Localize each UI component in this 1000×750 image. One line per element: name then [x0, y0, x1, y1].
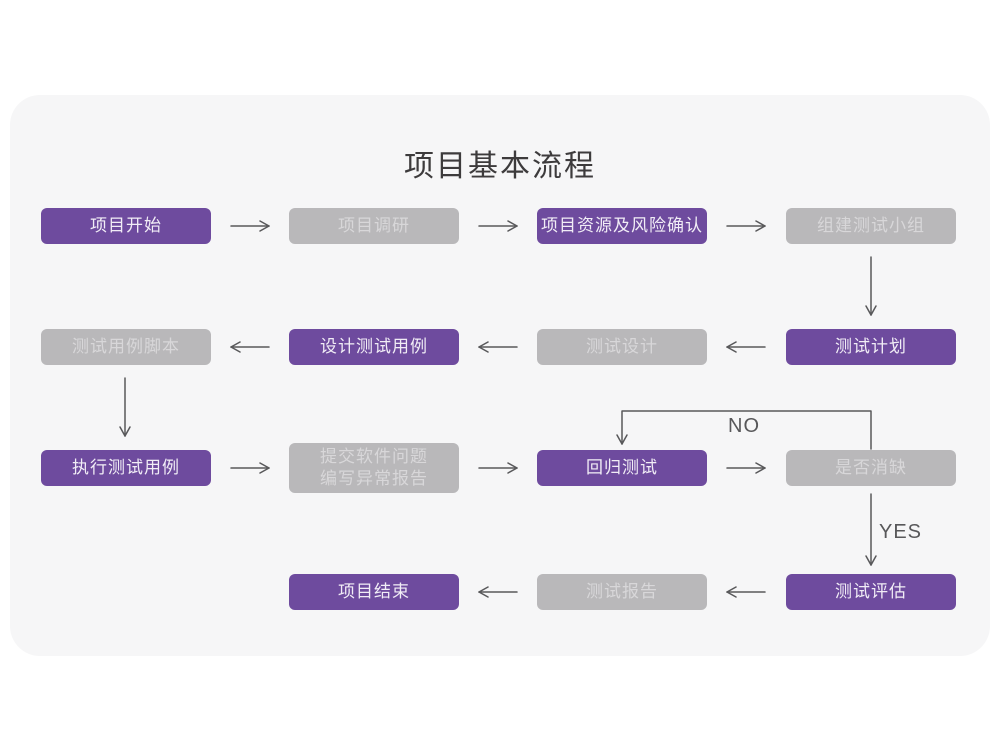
page-title: 项目基本流程 [404, 150, 596, 183]
branch-label-yes: YES [879, 521, 923, 543]
node-build-test-team: 组建测试小组 [786, 208, 956, 244]
node-test-plan: 测试计划 [786, 329, 956, 365]
node-design-test-cases: 设计测试用例 [289, 329, 459, 365]
node-regression-test: 回归测试 [537, 450, 707, 486]
node-test-design: 测试设计 [537, 329, 707, 365]
branch-label-no: NO [728, 415, 760, 437]
node-test-report: 测试报告 [537, 574, 707, 610]
node-submit-issue-report: 提交软件问题 编写异常报告 [289, 443, 459, 493]
node-project-research: 项目调研 [289, 208, 459, 244]
node-test-evaluate: 测试评估 [786, 574, 956, 610]
node-defect-cleared-check: 是否消缺 [786, 450, 956, 486]
flowchart-card [10, 95, 990, 656]
node-project-start: 项目开始 [41, 208, 211, 244]
node-project-end: 项目结束 [289, 574, 459, 610]
node-test-case-script: 测试用例脚本 [41, 329, 211, 365]
node-resource-risk-confirm: 项目资源及风险确认 [537, 208, 707, 244]
node-execute-test-cases: 执行测试用例 [41, 450, 211, 486]
